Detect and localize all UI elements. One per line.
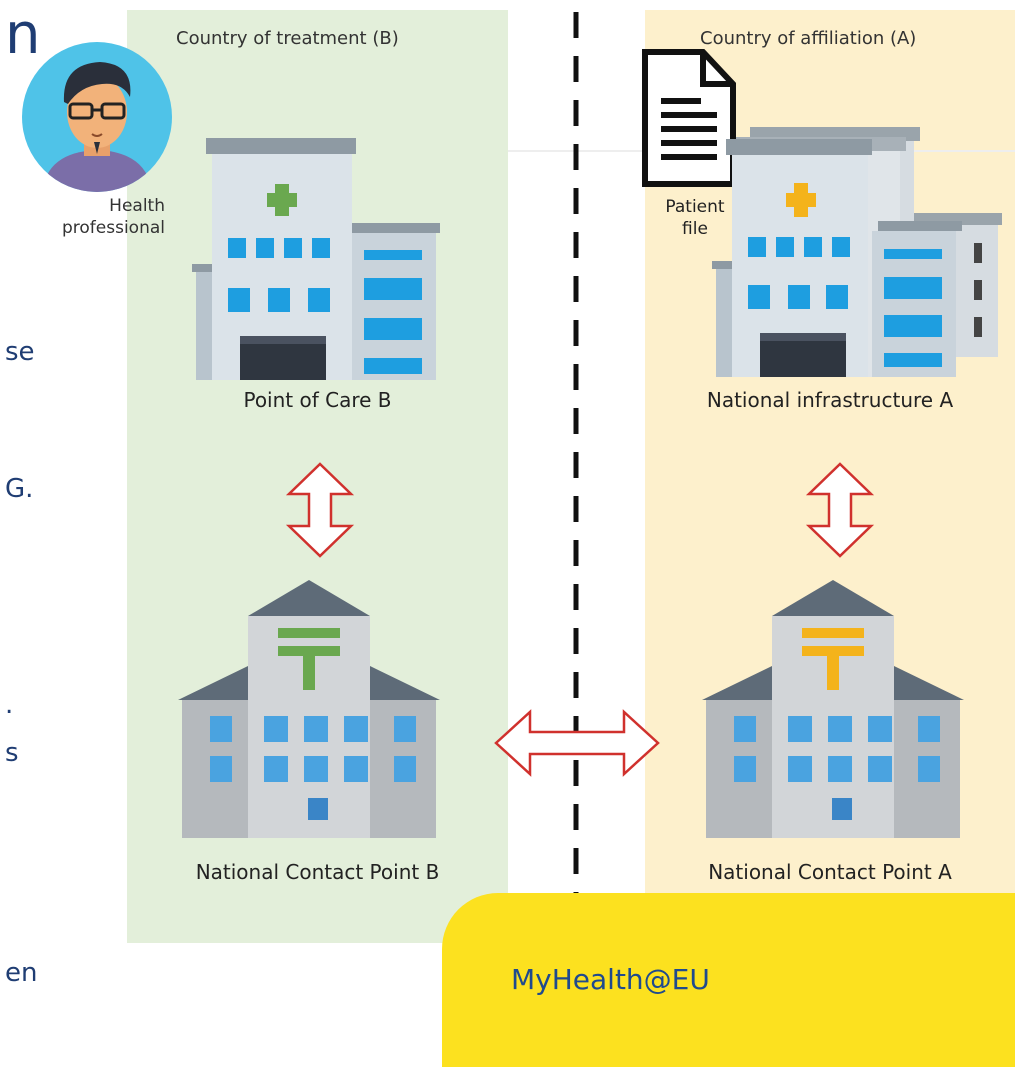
hp-label-line1: Health: [109, 196, 165, 216]
arrow-ncp-b-ncp-a: [494, 709, 660, 777]
hp-label-line2: professional: [61, 218, 165, 238]
health-professional-label: Health professional: [30, 195, 165, 239]
patient-file-icon: [642, 49, 736, 187]
arrow-care-b-ncp-b: [285, 462, 355, 558]
border-dashed-line: [573, 12, 579, 895]
patient-file-line2: file: [682, 219, 708, 239]
ncp-a-label: National Contact Point A: [708, 860, 952, 884]
health-professional-avatar-icon: [22, 42, 172, 192]
myhealth-eu-label: MyHealth@EU: [511, 963, 710, 996]
country-b-title: Country of treatment (B): [176, 28, 399, 49]
ncp-b-building-icon: [178, 580, 440, 838]
patient-file-line1: Patient: [665, 197, 725, 217]
country-a-title: Country of affiliation (A): [700, 28, 917, 49]
ncp-b-label: National Contact Point B: [195, 860, 440, 884]
cut-text-4: .: [5, 690, 14, 720]
ncp-a-building-icon: [702, 580, 964, 838]
cut-text-1: n: [5, 2, 41, 67]
cut-text-3: G.: [5, 474, 34, 504]
cut-text-5: s: [5, 738, 19, 768]
national-infrastructure-a-icon: [712, 127, 1002, 377]
cut-text-2: se: [5, 337, 35, 367]
cut-text-6: en: [5, 958, 38, 988]
point-of-care-b-label: Point of Care B: [243, 388, 392, 412]
patient-file-label: Patient file: [650, 196, 740, 240]
national-infrastructure-a-label: National infrastructure A: [706, 388, 954, 412]
hospital-b-icon: [192, 138, 440, 380]
brand-box: [442, 893, 1015, 1067]
arrow-infra-a-ncp-a: [805, 462, 875, 558]
